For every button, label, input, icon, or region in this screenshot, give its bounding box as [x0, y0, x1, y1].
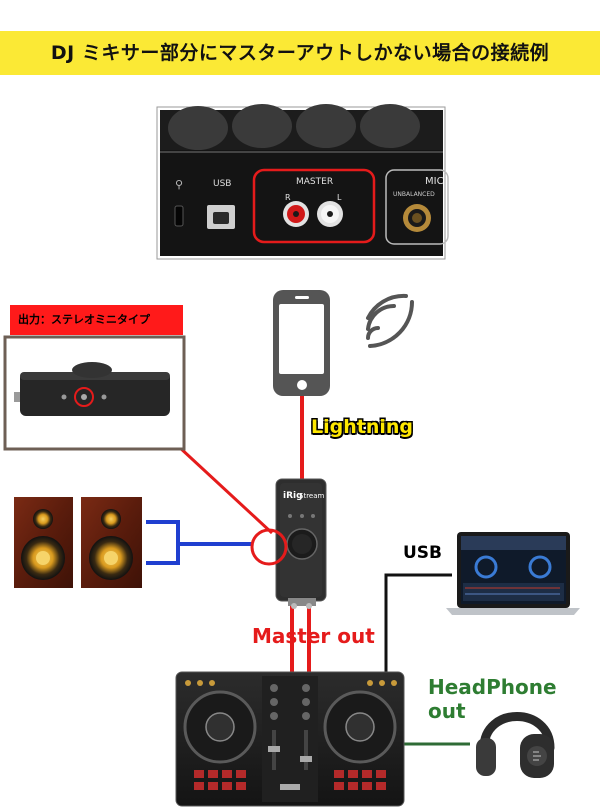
- stereo-mini-cable: [176, 444, 274, 535]
- master-label: MASTER: [296, 177, 333, 187]
- speaker-icon: [14, 497, 73, 588]
- wifi-signal-icon: [366, 293, 415, 348]
- page-title: DJ ミキサー部分にマスターアウトしかない場合の接続例: [50, 42, 550, 64]
- svg-text:⚲: ⚲: [175, 178, 183, 191]
- master-highlight: [252, 168, 376, 244]
- usb-label: USB: [403, 543, 443, 563]
- mic-label: MIC: [425, 176, 444, 187]
- speaker-cable: [146, 520, 180, 565]
- dj-controller-icon: [175, 671, 405, 807]
- audio-interface: iRig Stream: [250, 478, 327, 609]
- svg-text:R: R: [285, 193, 291, 202]
- output-type-label: 出力：ステレオミニタイプ: [18, 313, 150, 326]
- usb-cable: [384, 573, 452, 672]
- smartphone-icon: [273, 290, 330, 396]
- interface-brand: iRig: [283, 491, 303, 501]
- interface-model: Stream: [299, 492, 325, 500]
- output-type-tag: 出力：ステレオミニタイプ: [10, 305, 183, 335]
- headphone-out-label: HeadPhone out: [428, 675, 557, 723]
- controller-rear-panel: ⚲ USB MASTER R L MIC UNBALANCED: [156, 104, 449, 260]
- title-banner: DJ ミキサー部分にマスターアウトしかない場合の接続例: [0, 31, 600, 75]
- unbalanced-label: UNBALANCED: [393, 191, 435, 198]
- output-device-photo: [3, 335, 186, 451]
- mini-jack-highlight: [250, 528, 288, 566]
- laptop-icon: [446, 532, 580, 615]
- lightning-label: Lightning: [311, 416, 413, 438]
- speaker-icon-right: [81, 497, 142, 588]
- headphones-icon: [476, 712, 555, 778]
- svg-text:L: L: [337, 193, 342, 202]
- usb-port-label: USB: [213, 179, 231, 189]
- master-out-label: Master out: [252, 624, 375, 648]
